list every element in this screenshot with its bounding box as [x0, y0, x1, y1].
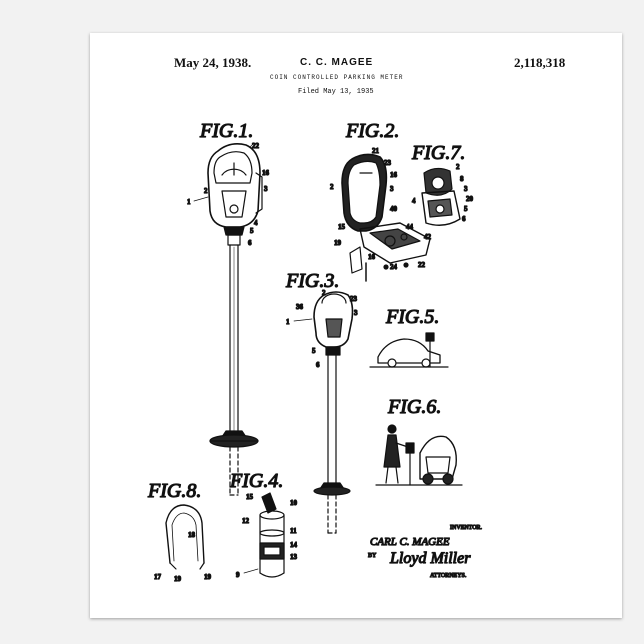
fig4-ref-10: 10: [290, 499, 298, 507]
fig1-ref-5: 5: [250, 227, 254, 235]
fig4-ref-13: 13: [290, 553, 298, 561]
fig1-ref-2: 2: [204, 187, 208, 195]
fig-6-label: FIG.6.: [387, 396, 441, 418]
fig-2-label: FIG.2.: [345, 120, 399, 142]
fig-7-label: FIG.7.: [411, 142, 465, 164]
fig3-ref-36: 36: [296, 303, 304, 311]
fig4-ref-12: 12: [242, 517, 250, 525]
figure-5-car-at-meter: FIG.5.: [370, 306, 448, 367]
fig1-ref-6: 6: [248, 239, 252, 247]
fig1-ref-3: 3: [264, 185, 268, 193]
fig-4-label: FIG.4.: [229, 470, 283, 492]
fig7-ref-44: 44: [406, 223, 414, 231]
fig3-ref-1: 1: [286, 318, 290, 326]
figure-8-wire-clip: FIG.8. 18 17 19 19: [147, 480, 212, 583]
fig7-ref-8: 8: [460, 175, 464, 183]
fig-1-label: FIG.1.: [199, 120, 253, 142]
fig4-ref-14: 14: [290, 541, 298, 549]
attorneys-label: ATTORNEYS.: [430, 573, 467, 579]
by-label: BY: [368, 553, 377, 559]
fig7-ref-20: 20: [466, 195, 474, 203]
fig7-ref-4: 4: [412, 197, 416, 205]
fig2-ref-2: 2: [330, 183, 334, 191]
fig7-ref-6: 6: [462, 215, 466, 223]
fig3-ref-3: 3: [354, 309, 358, 317]
fig3-ref-6: 6: [316, 361, 320, 369]
fig3-ref-23: 23: [350, 295, 358, 303]
fig7-ref-42: 42: [424, 233, 432, 241]
fig8-ref-19-left: 19: [174, 575, 182, 583]
fig1-ref-16: 16: [262, 169, 270, 177]
fig1-ref-4: 4: [254, 219, 258, 227]
patent-drawing: FIG.1. 22 16: [90, 33, 622, 618]
attorney-signature: Lloyd Miller: [389, 550, 471, 567]
inventor-label: INVENTOR.: [450, 525, 483, 531]
fig4-ref-11: 11: [290, 527, 297, 535]
fig2-ref-16-bottom: 16: [368, 253, 376, 261]
fig2-ref-19: 19: [334, 239, 342, 247]
inventor-signature: CARL C. MAGEE: [370, 536, 450, 548]
fig3-ref-5: 5: [312, 347, 316, 355]
figure-7-mechanism-detail: FIG.7. 2 8 3 20 5 4 6 42 44: [406, 142, 474, 241]
fig2-ref-16-top: 16: [390, 171, 398, 179]
fig-8-label: FIG.8.: [147, 480, 201, 502]
figure-3-parking-meter: FIG.3. 2 23 36 1 3 5 6: [285, 270, 358, 533]
fig8-ref-17: 17: [154, 573, 162, 581]
fig2-ref-24: 24: [390, 263, 398, 271]
fig1-ref-1: 1: [187, 198, 191, 206]
fig2-ref-23: 23: [384, 159, 392, 167]
fig2-ref-40: 40: [390, 205, 398, 213]
figure-4-coin-canister: FIG.4. 15 10 12 11 14 13 9: [229, 470, 298, 579]
figure-1-parking-meter: FIG.1. 22 16: [187, 120, 270, 495]
fig7-ref-2: 2: [456, 163, 460, 171]
fig2-ref-21: 21: [372, 147, 380, 155]
patent-poster: May 24, 1938. C. C. MAGEE 2,118,318 COIN…: [90, 33, 622, 618]
signature-block: INVENTOR. CARL C. MAGEE BY Lloyd Miller …: [368, 525, 483, 579]
fig1-ref-22: 22: [252, 142, 260, 150]
fig-3-label: FIG.3.: [285, 270, 339, 292]
fig-5-label: FIG.5.: [385, 306, 439, 328]
fig2-ref-22: 22: [418, 261, 426, 269]
fig7-ref-5: 5: [464, 205, 468, 213]
fig4-ref-15: 15: [246, 493, 254, 501]
fig7-ref-3: 3: [464, 185, 468, 193]
figure-6-person-at-meter: FIG.6.: [376, 396, 462, 485]
fig8-ref-19-right: 19: [204, 573, 212, 581]
fig3-ref-2: 2: [322, 289, 326, 297]
fig4-ref-9: 9: [236, 571, 240, 579]
fig2-ref-15: 15: [338, 223, 346, 231]
fig2-ref-3: 3: [390, 185, 394, 193]
fig8-ref-18: 18: [188, 531, 196, 539]
